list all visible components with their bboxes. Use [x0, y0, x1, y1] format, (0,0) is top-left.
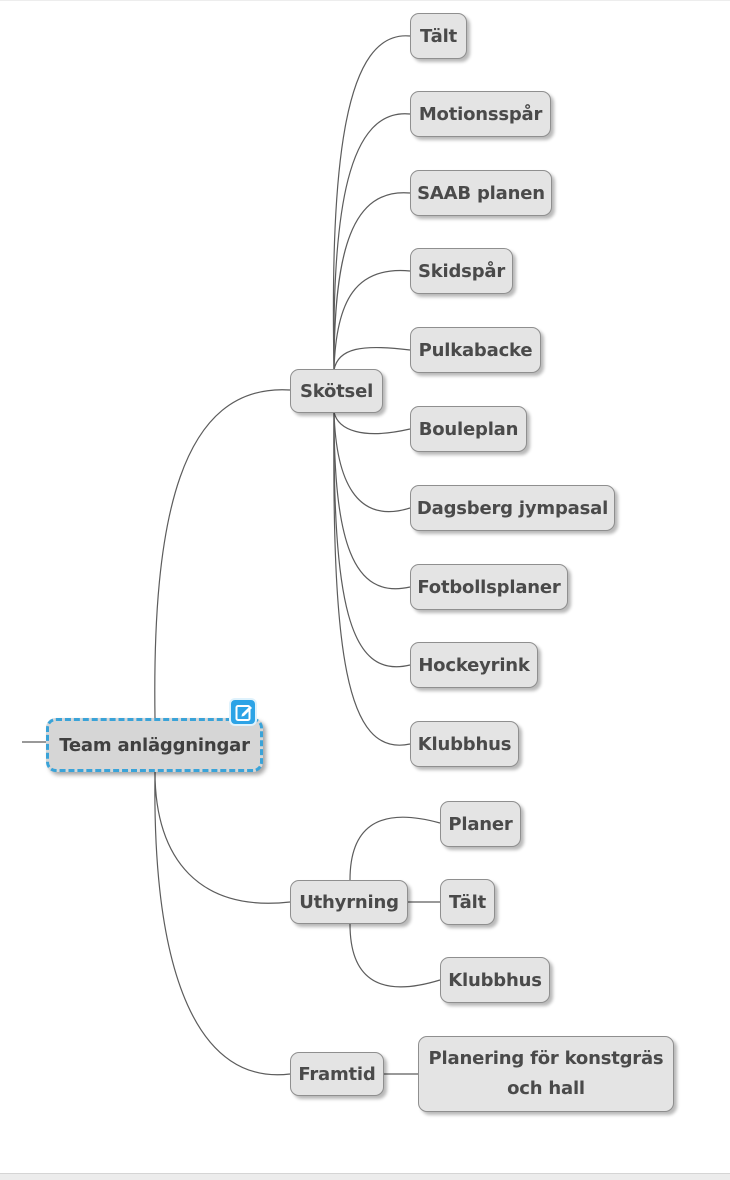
topic-label: Klubbhus	[448, 969, 542, 991]
topic-label: Klubbhus	[417, 733, 512, 755]
branch-label-framtid: Framtid	[298, 1063, 376, 1085]
topic-label: Skidspår	[417, 260, 505, 282]
topic-node-klubbhus-uthyrning[interactable]: Klubbhus	[440, 957, 550, 1003]
branch-label-uthyrning: Uthyrning	[299, 891, 399, 913]
connector-root-skotsel	[154, 389, 291, 719]
note-icon[interactable]	[229, 698, 257, 726]
topic-label: Dagsberg jympasal	[416, 497, 609, 519]
topic-label: Hockeyrink	[418, 654, 530, 676]
topic-label: Tält	[449, 891, 486, 913]
topic-label: Planer	[448, 813, 513, 835]
connector-root-uthyrning	[154, 771, 291, 904]
branch-node-framtid[interactable]: Framtid	[290, 1052, 384, 1096]
topic-label: Pulkabacke	[418, 339, 533, 361]
topic-node-hockeyrink[interactable]: Hockeyrink	[410, 642, 538, 688]
topic-node-skidspar[interactable]: Skidspår	[410, 248, 513, 294]
branch-label-skotsel: Skötsel	[299, 380, 374, 402]
topic-node-bouleplan[interactable]: Bouleplan	[410, 406, 527, 452]
connector-root-framtid	[154, 771, 291, 1076]
note-icon-glyph	[235, 705, 252, 721]
canvas-bottom-bar	[0, 1173, 730, 1180]
topic-label: Fotbollsplaner	[417, 576, 561, 598]
topic-node-talt-uthyrning[interactable]: Tält	[440, 879, 495, 925]
root-node[interactable]: Team anläggningar	[46, 718, 263, 772]
canvas-top-edge	[0, 0, 730, 1]
topic-node-dagsberg-jympasal[interactable]: Dagsberg jympasal	[410, 485, 615, 531]
topic-node-planering[interactable]: Planering för konstgräs och hall	[418, 1036, 674, 1112]
topic-node-planer[interactable]: Planer	[440, 801, 521, 847]
topic-label: Planering för konstgräs och hall	[428, 1048, 664, 1099]
branch-node-skotsel[interactable]: Skötsel	[290, 369, 383, 413]
topic-node-motionsspar[interactable]: Motionsspår	[410, 91, 551, 137]
topic-node-talt[interactable]: Tält	[410, 13, 467, 59]
topic-node-fotbollsplaner[interactable]: Fotbollsplaner	[410, 564, 568, 610]
topic-label: Tält	[420, 25, 457, 47]
topic-label: SAAB planen	[417, 182, 545, 204]
topic-node-saab-planen[interactable]: SAAB planen	[410, 170, 552, 216]
topic-label: Motionsspår	[418, 103, 543, 125]
root-node-label: Team anläggningar	[59, 734, 250, 756]
topic-label: Bouleplan	[418, 418, 519, 440]
topic-node-pulkabacke[interactable]: Pulkabacke	[410, 327, 541, 373]
branch-node-uthyrning[interactable]: Uthyrning	[290, 880, 408, 924]
topic-node-klubbhus[interactable]: Klubbhus	[410, 721, 519, 767]
